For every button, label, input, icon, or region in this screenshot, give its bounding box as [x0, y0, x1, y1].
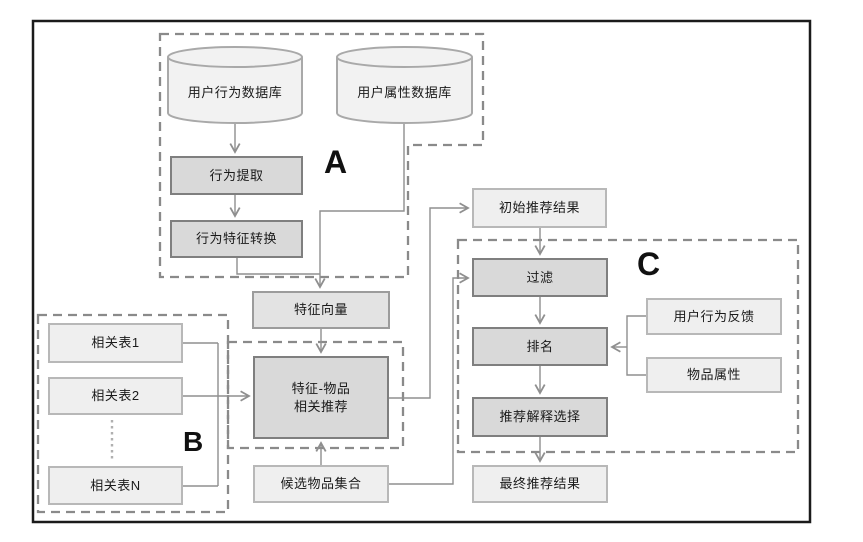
- attribute-db-cylinder-top: [336, 46, 473, 68]
- node-behavior-feature-conversion: 行为特征转换: [170, 220, 303, 258]
- connector-featureitem-to-initial: [389, 202, 470, 399]
- feature-item-line1: 特征-物品: [291, 380, 351, 396]
- connector-candidates-to-filter: [389, 272, 470, 485]
- group-b-outline: [36, 313, 230, 514]
- group-a-label: A: [324, 144, 348, 180]
- connector-conversion-merge: [236, 258, 320, 275]
- connector-feedback-collector: [626, 315, 646, 376]
- node-candidate-item-set: 候选物品集合: [253, 465, 389, 503]
- group-c-label: C: [637, 246, 661, 282]
- node-filter: 过滤: [472, 258, 608, 297]
- connector-attributedb-to-featurevector: [314, 124, 405, 289]
- group-c-outline: [456, 238, 800, 454]
- node-related-table-2: 相关表2: [48, 377, 183, 415]
- node-initial-result: 初始推荐结果: [472, 188, 607, 228]
- node-related-table-1: 相关表1: [48, 323, 183, 363]
- node-explanation-selection: 推荐解释选择: [472, 397, 608, 437]
- feature-item-line2: 相关推荐: [293, 398, 348, 414]
- node-ranking: 排名: [472, 327, 608, 366]
- frame-border: [31, 19, 812, 524]
- node-item-attributes: 物品属性: [646, 357, 782, 393]
- node-related-table-n: 相关表N: [48, 466, 183, 505]
- node-behavior-extraction: 行为提取: [170, 156, 303, 195]
- group-a-outline: [158, 32, 485, 279]
- group-b-label: B: [183, 426, 204, 457]
- behavior-db-cylinder: [167, 57, 303, 124]
- attribute-db-label: 用户属性数据库: [357, 84, 452, 100]
- node-user-behavior-feedback: 用户行为反馈: [646, 298, 782, 335]
- node-feature-vector: 特征向量: [252, 291, 390, 329]
- node-final-result: 最终推荐结果: [472, 465, 608, 503]
- attribute-db-cylinder: [336, 57, 473, 124]
- behavior-db-label: 用户行为数据库: [187, 84, 283, 100]
- behavior-db-cylinder-top: [167, 46, 303, 68]
- node-feature-item-recommendation: 特征-物品 相关推荐: [253, 356, 389, 439]
